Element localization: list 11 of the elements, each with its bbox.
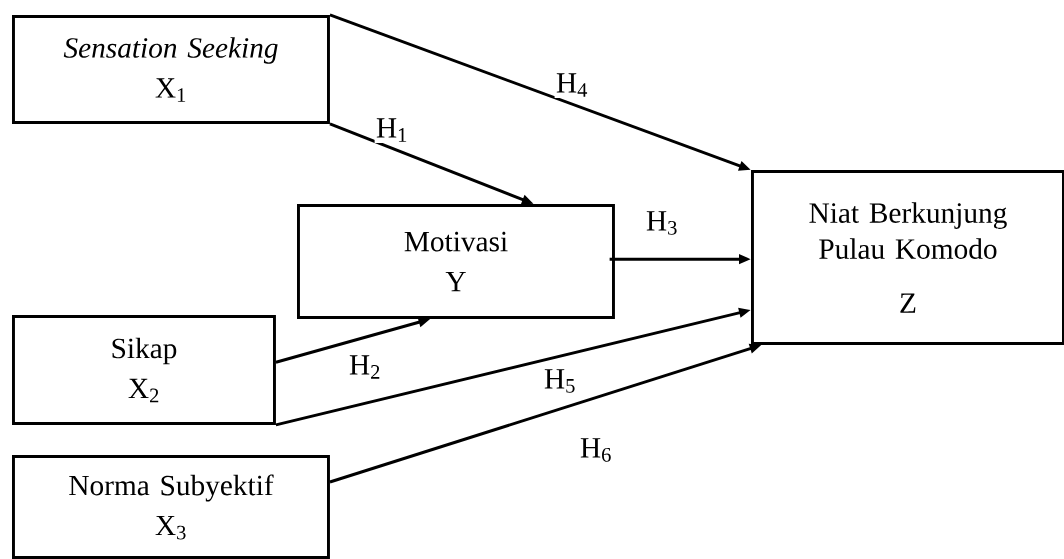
variable-box: Niat Berkunjung Pulau Komodo Z xyxy=(751,170,1064,345)
edge-label: H$_{6}$ xyxy=(578,436,614,464)
variable-box: Motivasi Y xyxy=(297,204,615,319)
edge-label: H$_{2}$ xyxy=(347,354,383,380)
variable-box: Sikap X$_{2}$ xyxy=(12,315,276,425)
edge-label: H$_{1}$ xyxy=(374,117,410,143)
edge-label: H$_{4}$ xyxy=(554,72,590,98)
variable-box: Sensation Seeking X$_{1}$ xyxy=(12,15,330,124)
edge-label: H$_{3}$ xyxy=(644,209,680,237)
edge-label: H$_{5}$ xyxy=(542,367,578,395)
variable-box: Norma Subyektif X$_{3}$ xyxy=(12,455,330,559)
